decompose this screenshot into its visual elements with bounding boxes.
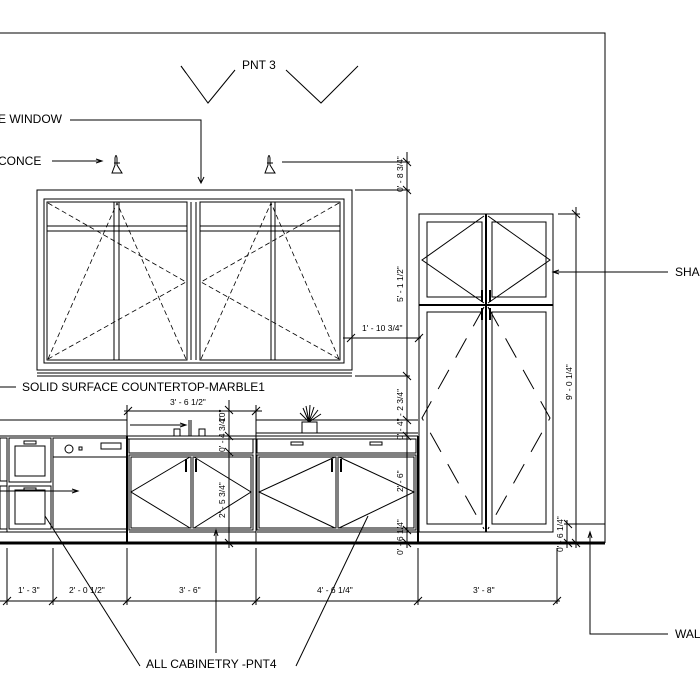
bottom-dimension-run: 1' - 3" 2' - 0 1/2" 3' - 6" 4' - 6 1/4" … — [0, 548, 562, 606]
dim-0-8-3-4: 0' - 8 3/4" — [395, 156, 405, 192]
wall-callout: WAL — [587, 530, 700, 641]
dim-1-10-3-4: 1' - 10 3/4" — [362, 323, 403, 333]
dim-2-0-1-2: 2' - 0 1/2" — [69, 585, 105, 595]
window-gap-dimension: 1' - 10 3/4" — [343, 323, 424, 343]
dim-5-1-1-2: 5' - 1 1/2" — [395, 266, 405, 302]
dim-2-5-3-4: 2' - 5 3/4" — [217, 482, 227, 518]
countertop-callout: SOLID SURFACE COUNTERTOP-MARBLE1 — [0, 380, 265, 394]
wall-label: WAL — [675, 627, 700, 641]
sink-base-cabinet — [128, 438, 256, 533]
sconce-callout: CONCE — [0, 154, 390, 168]
plant-icon — [299, 404, 322, 434]
dim-3-8: 3' - 8" — [473, 585, 495, 595]
vertical-dimension-stack: 0' - 8 3/4" 5' - 1 1/2" 0' - 4" - 2 3/4"… — [355, 152, 412, 555]
countertop-label: SOLID SURFACE COUNTERTOP-MARBLE1 — [22, 380, 265, 394]
shaker-label: SHA — [675, 265, 700, 279]
dim-0-6-1-4: 0' - 6 1/4" — [395, 519, 405, 555]
sconce-icon — [264, 155, 276, 174]
right-base-cabinet — [255, 436, 418, 543]
dim-10-in: 10" — [217, 410, 227, 422]
window-label: E WINDOW — [0, 112, 63, 126]
cabinetry-callout: ALL CABINETRY -PNT4 — [44, 515, 369, 671]
dim-tall-toe-kick: 0' - 6 1/4" — [555, 516, 565, 552]
window-unit — [36, 189, 353, 377]
faucet-icon — [130, 420, 206, 437]
dim-4-6-1-4: 4' - 6 1/4" — [317, 585, 353, 595]
dim-9-0-1-4: 9' - 0 1/4" — [564, 364, 574, 400]
sconce-icon — [111, 155, 123, 174]
left-cabinets — [0, 436, 128, 543]
shaker-callout: SHA — [551, 265, 700, 279]
tall-pantry-cabinet — [417, 213, 554, 543]
dim-3-6-1-2: 3' - 6 1/2" — [170, 397, 206, 407]
sink-width-dimension: 3' - 6 1/2" — [123, 397, 262, 436]
dim-0-4-3-4: 0' - 4 3/4" — [217, 416, 227, 452]
base-countertop — [0, 419, 418, 440]
tall-cabinet-dimension: 9' - 0 1/4" 0' - 6 1/4" — [555, 207, 605, 604]
dim-1-3: 1' - 3" — [18, 585, 40, 595]
dim-0-4-2-3-4: 0' - 4" - 2 3/4" — [395, 389, 405, 440]
cabinetry-label: ALL CABINETRY -PNT4 — [146, 657, 277, 671]
wall-outline — [0, 32, 606, 545]
sconce-label: CONCE — [0, 154, 41, 168]
dim-3-6: 3' - 6" — [179, 585, 201, 595]
window-callout: E WINDOW — [0, 112, 205, 185]
paint-3-label: PNT 3 — [242, 58, 276, 72]
dim-2-6: 2' - 6" — [395, 470, 405, 492]
sink-vertical-dimension: 10" 0' - 4 3/4" 2' - 5 3/4" — [217, 400, 234, 548]
paint-3-callout: PNT 3 — [180, 58, 359, 104]
